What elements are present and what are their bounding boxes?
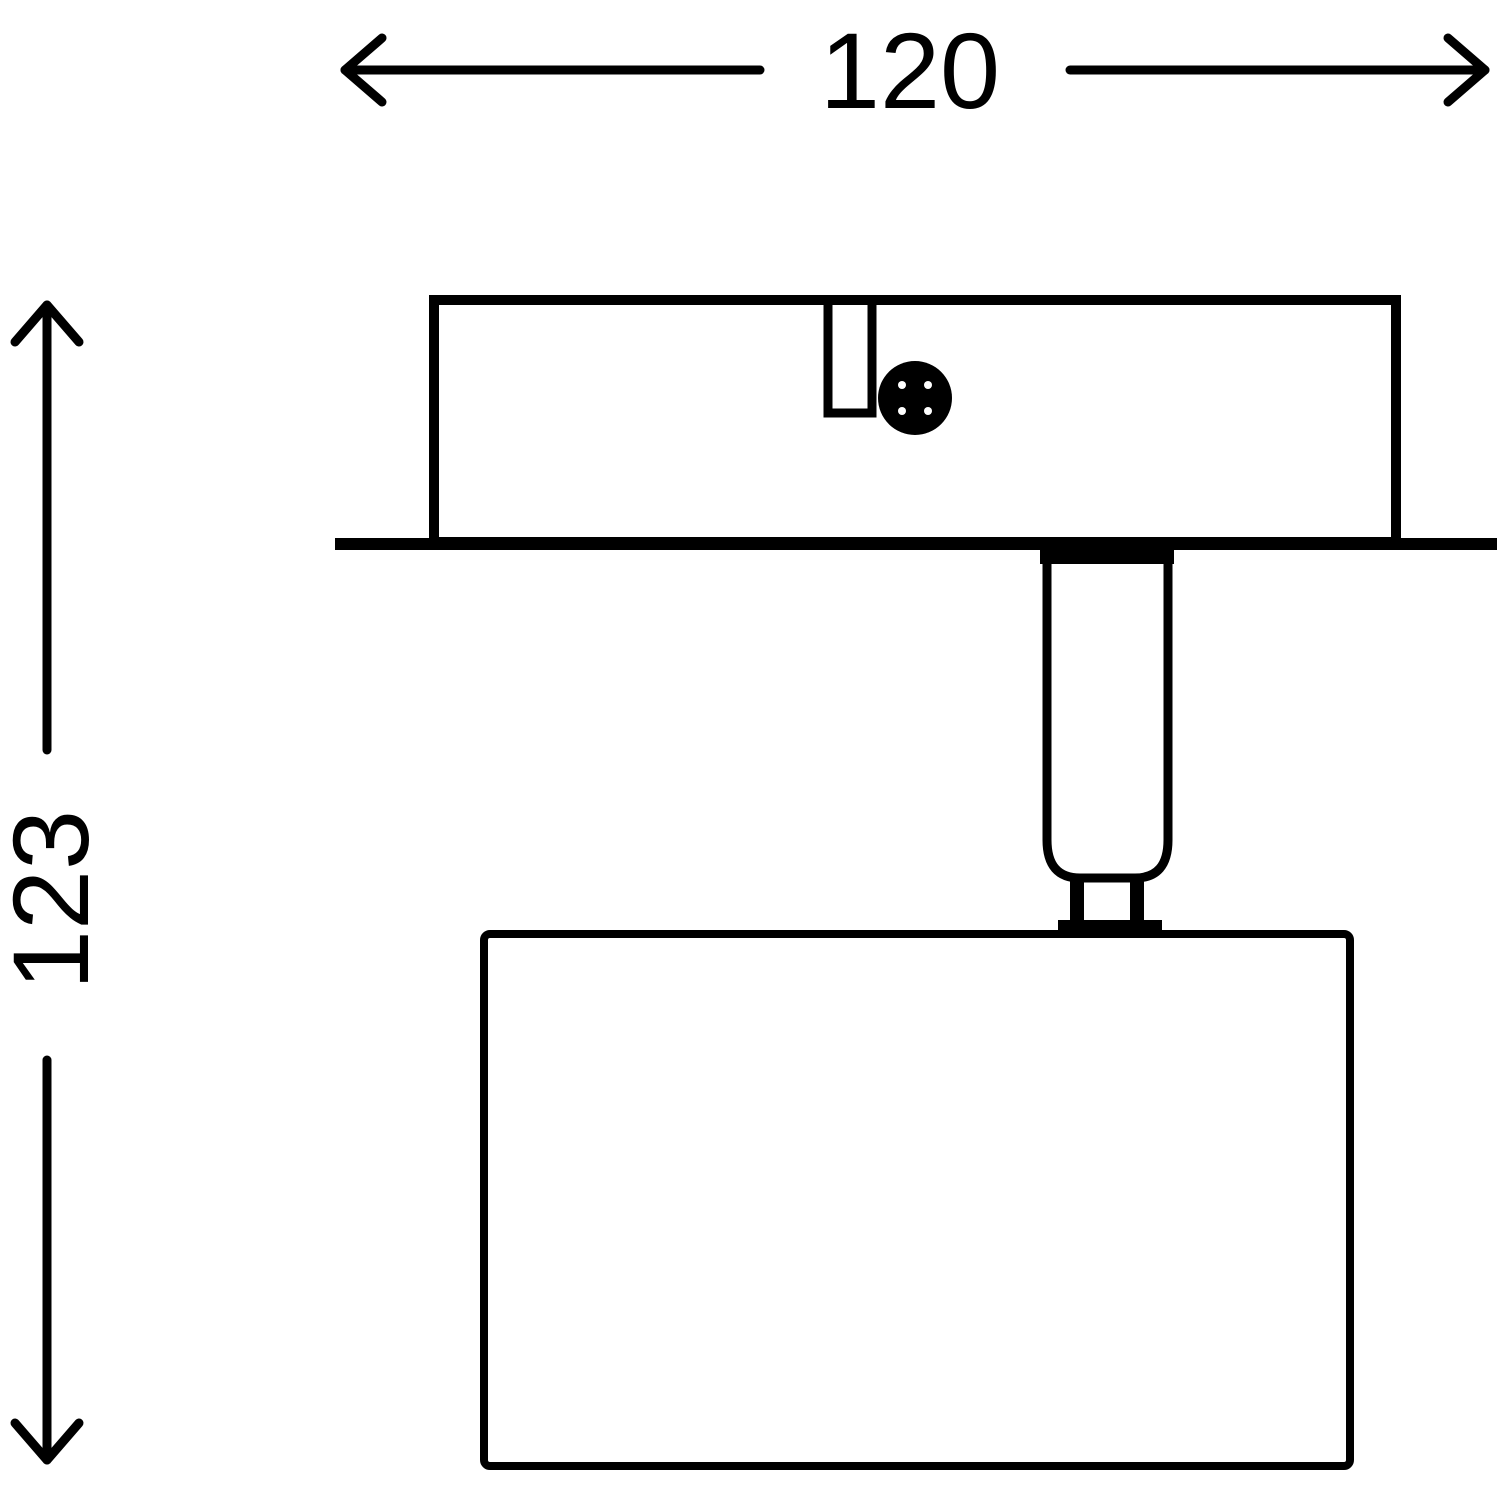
- pin-right: [1130, 878, 1144, 930]
- lamp-head: [480, 930, 1354, 1470]
- switch-bracket: [823, 300, 877, 418]
- knob-dots: [898, 381, 932, 415]
- width-dimension: [340, 33, 1490, 107]
- arrowhead-right-icon: [1443, 33, 1490, 107]
- stem-body: [1042, 560, 1173, 883]
- height-label: 123: [0, 810, 111, 990]
- switch-knob-icon: [878, 361, 952, 435]
- arrowhead-left-icon: [340, 33, 387, 107]
- arrowhead-up-icon: [10, 300, 84, 347]
- height-dimension: [10, 300, 84, 1465]
- width-label: 120: [820, 10, 1000, 131]
- pin-left: [1070, 878, 1084, 930]
- arrowhead-down-icon: [10, 1418, 84, 1465]
- stem-collar: [1040, 548, 1174, 564]
